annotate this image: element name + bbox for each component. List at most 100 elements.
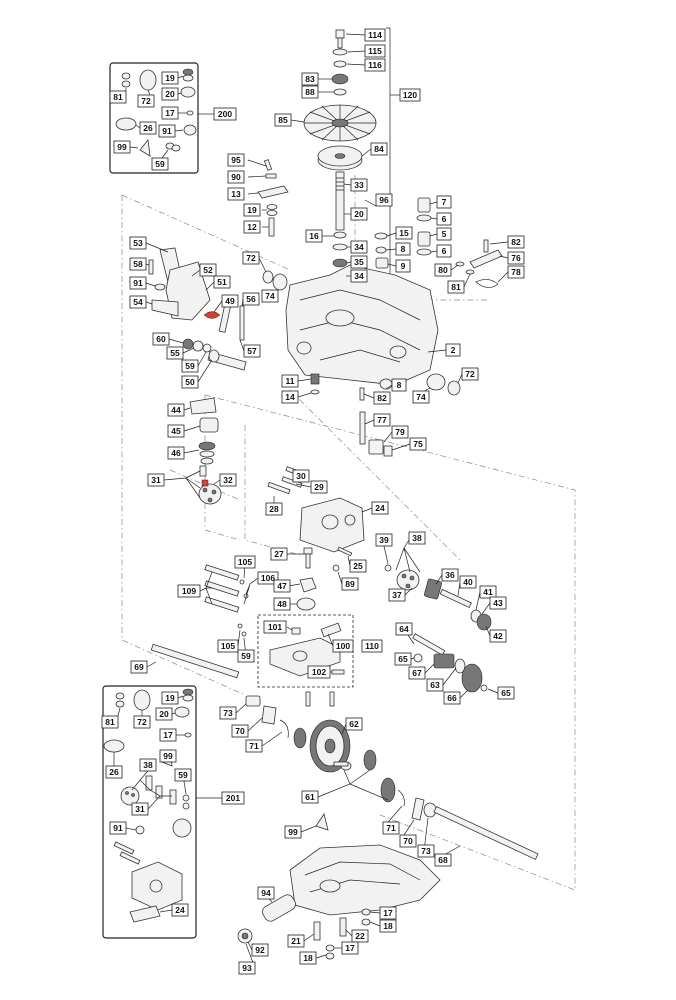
callout-74a: 74 [261,289,279,303]
svg-text:60: 60 [156,334,166,344]
svg-text:20: 20 [159,709,169,719]
svg-text:65: 65 [501,688,511,698]
callout-68: 68 [434,853,452,867]
svg-text:106: 106 [261,573,275,583]
bottom-housing [289,844,441,916]
callout-66: 66 [443,691,461,705]
callout-26b: 26 [105,765,123,779]
svg-text:52: 52 [203,265,213,275]
svg-text:19: 19 [247,205,257,215]
callout-21: 21 [287,934,305,948]
svg-text:67: 67 [412,668,422,678]
svg-text:38: 38 [412,533,422,543]
axle-68 [433,806,539,860]
svg-text:6: 6 [442,246,447,256]
callout-labels: 114 115 116 120 83 88 85 84 33 20 96 16 … [101,28,525,975]
svg-text:82: 82 [511,237,521,247]
callout-50: 50 [181,375,199,389]
svg-text:83: 83 [305,74,315,84]
gear-62 [309,719,351,773]
shaft-33 [335,171,345,231]
callout-53: 53 [129,236,147,250]
svg-text:2: 2 [451,345,456,355]
fan-85 [303,104,377,142]
svg-text:93: 93 [242,963,252,973]
axle-69 [150,643,240,679]
svg-text:76: 76 [511,253,521,263]
callout-22: 22 [351,929,369,943]
svg-text:73: 73 [421,846,431,856]
callout-200: 200 [213,107,237,121]
callout-17d: 17 [159,728,177,742]
svg-text:56: 56 [246,294,256,304]
svg-text:24: 24 [375,503,385,513]
svg-text:114: 114 [368,30,382,40]
callout-105b: 105 [217,639,239,653]
callout-8a: 8 [395,242,411,256]
callout-106: 106 [257,571,279,585]
svg-text:94: 94 [261,888,271,898]
callout-26a: 26 [139,121,157,135]
svg-text:43: 43 [493,598,503,608]
pulley-84 [317,145,363,171]
callout-6b: 6 [436,244,452,258]
svg-text:80: 80 [438,265,448,275]
callout-59c: 59 [151,157,169,171]
svg-text:16: 16 [309,231,319,241]
callout-49: 49 [221,294,239,308]
callout-18a: 18 [379,919,397,933]
svg-text:49: 49 [225,296,235,306]
callout-114: 114 [364,28,386,42]
callout-85: 85 [274,113,292,127]
callout-67: 67 [408,666,426,680]
svg-text:26: 26 [143,123,153,133]
svg-text:84: 84 [374,144,384,154]
svg-text:7: 7 [442,197,447,207]
svg-text:8: 8 [397,380,402,390]
svg-text:17: 17 [165,108,175,118]
callout-72b: 72 [461,367,479,381]
svg-text:57: 57 [247,346,257,356]
callout-18b: 18 [299,951,317,965]
callout-46: 46 [167,446,185,460]
svg-text:9: 9 [401,261,406,271]
callout-70a: 70 [231,724,249,738]
callout-77: 77 [373,413,391,427]
svg-text:25: 25 [353,561,363,571]
callout-42: 42 [489,629,507,643]
svg-text:38: 38 [143,760,153,770]
svg-text:44: 44 [171,405,181,415]
svg-text:26: 26 [109,767,119,777]
callout-110: 110 [361,639,383,653]
callout-93: 93 [238,961,256,975]
svg-text:201: 201 [226,793,240,803]
callout-6a: 6 [436,212,452,226]
svg-text:89: 89 [345,579,355,589]
svg-text:13: 13 [231,189,241,199]
svg-text:101: 101 [268,622,282,632]
svg-text:41: 41 [483,587,493,597]
svg-text:200: 200 [218,109,232,119]
callout-34b: 34 [350,269,368,283]
callout-72c: 72 [137,94,155,108]
svg-text:12: 12 [247,222,257,232]
svg-text:18: 18 [383,921,393,931]
svg-text:18: 18 [303,953,313,963]
callout-82a: 82 [507,235,525,249]
callout-73a: 73 [219,706,237,720]
svg-text:116: 116 [368,60,382,70]
svg-text:70: 70 [235,726,245,736]
callout-43: 43 [489,596,507,610]
callout-57: 57 [243,344,261,358]
callout-40: 40 [459,575,477,589]
callout-60: 60 [152,332,170,346]
svg-text:59: 59 [155,159,165,169]
callout-94: 94 [257,886,275,900]
callout-30: 30 [292,469,310,483]
callout-33: 33 [350,178,368,192]
callout-48: 48 [273,597,291,611]
callout-39: 39 [375,533,393,547]
svg-text:11: 11 [286,376,295,386]
leader-lines [113,33,509,969]
callout-31a: 31 [147,473,165,487]
